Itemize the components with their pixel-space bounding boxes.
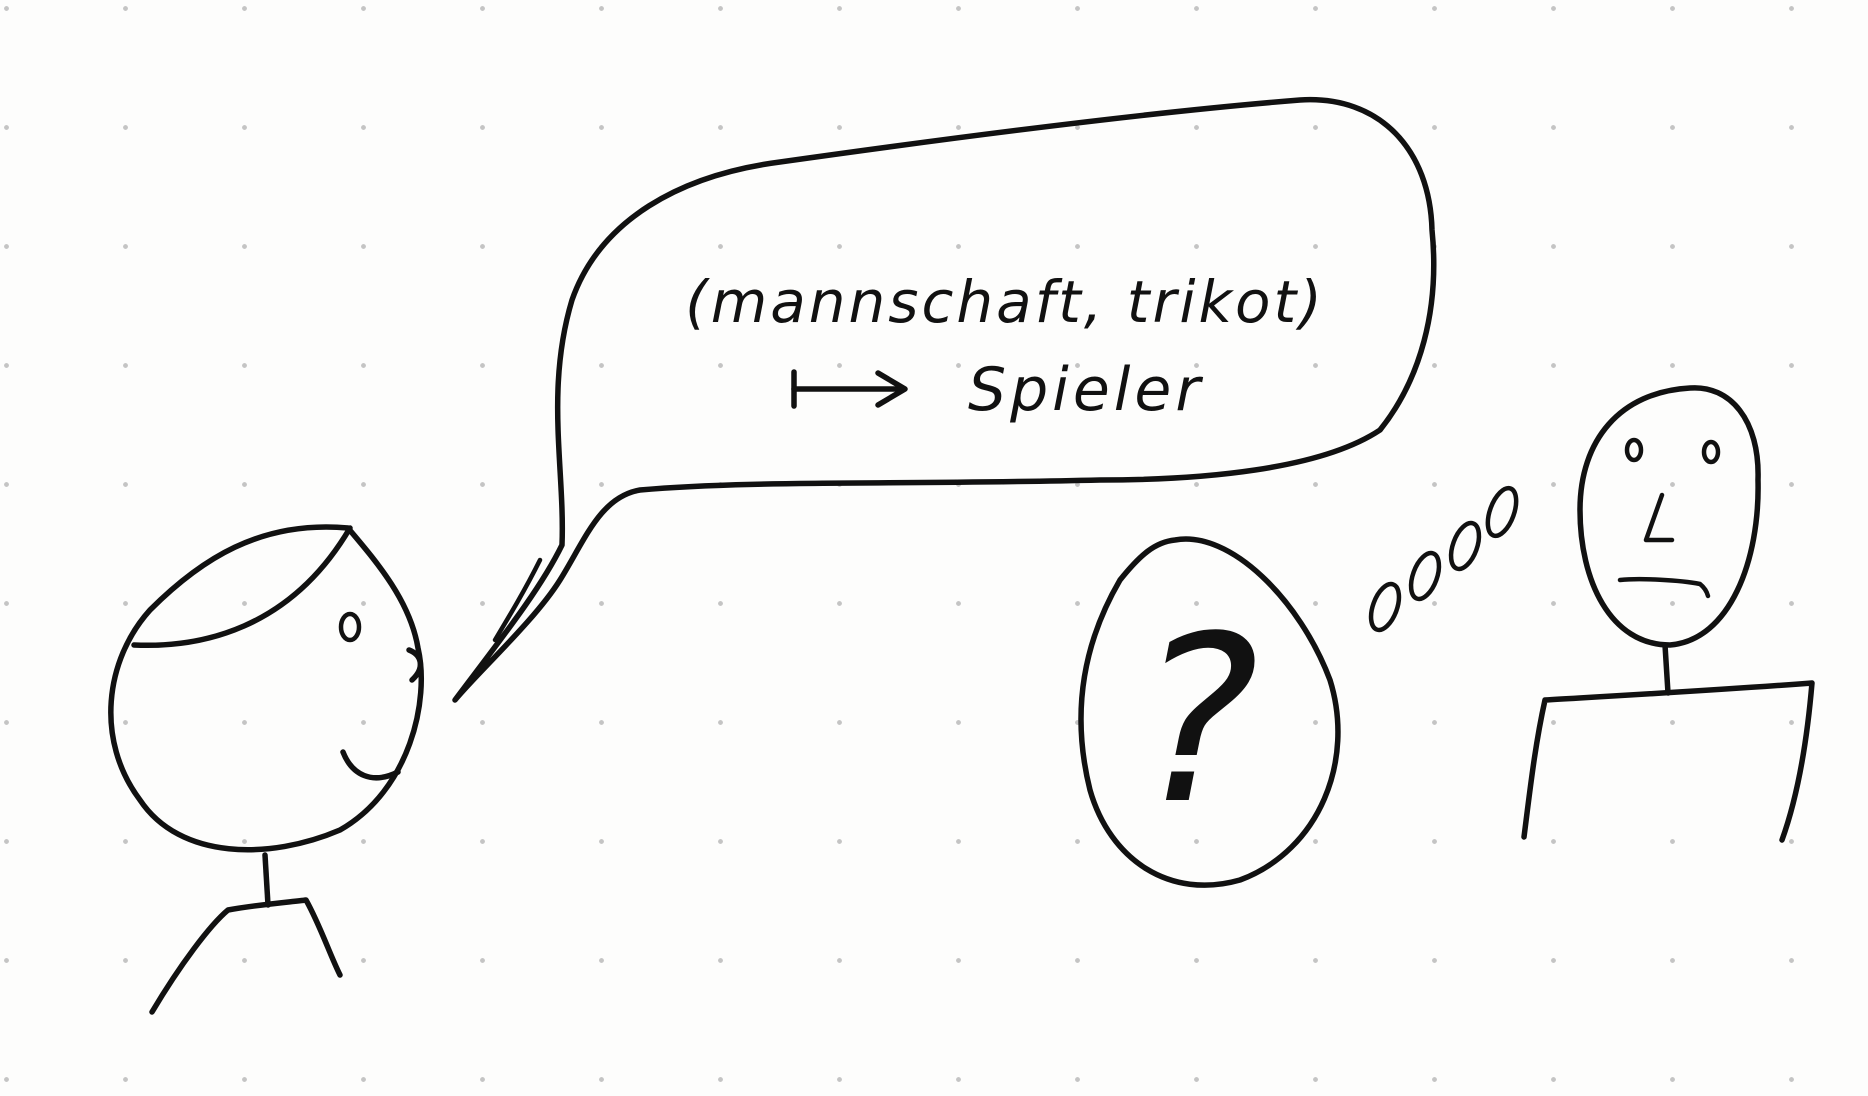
speech-line-tuple: (mannschaft, trikot) [685,268,1325,336]
confused-person-head [1577,385,1761,648]
thought-trail-dot-1 [1368,581,1402,633]
smiling-person-neck [262,852,271,908]
maps-to-arrow-icon [791,369,908,409]
smiling-person-shoulders [149,897,343,1015]
confused-person-neck [1662,642,1671,696]
speech-bubble-text: (mannschaft, trikot) Spieler [685,268,1325,425]
confused-person-left-eye [1624,437,1644,463]
smiling-person-head [108,524,425,853]
smiling-person-nose [406,647,423,683]
speech-bubble-tail-inner-stroke [492,557,543,643]
speech-line-result: Spieler [968,355,1204,425]
thought-trail-dot-2 [1408,550,1442,602]
speech-bubble-outline [452,97,1437,703]
confused-person-nose [1643,492,1675,543]
confused-person-frown [1617,576,1711,599]
thought-bubble: ? [1078,485,1519,888]
thought-trail-dot-4 [1485,485,1519,539]
smiling-person-eye [338,611,362,643]
smiling-person-hair-line [131,525,353,649]
confused-person-right-eye [1701,439,1721,465]
question-mark-symbol: ? [1137,588,1259,855]
thought-trail-dot-3 [1448,520,1482,572]
confused-person-body [1521,680,1815,843]
smiling-person-smile [340,749,401,781]
thought-bubble-outline [1078,536,1341,888]
smiling-person-figure [108,524,425,1015]
confused-person-figure [1521,385,1815,843]
